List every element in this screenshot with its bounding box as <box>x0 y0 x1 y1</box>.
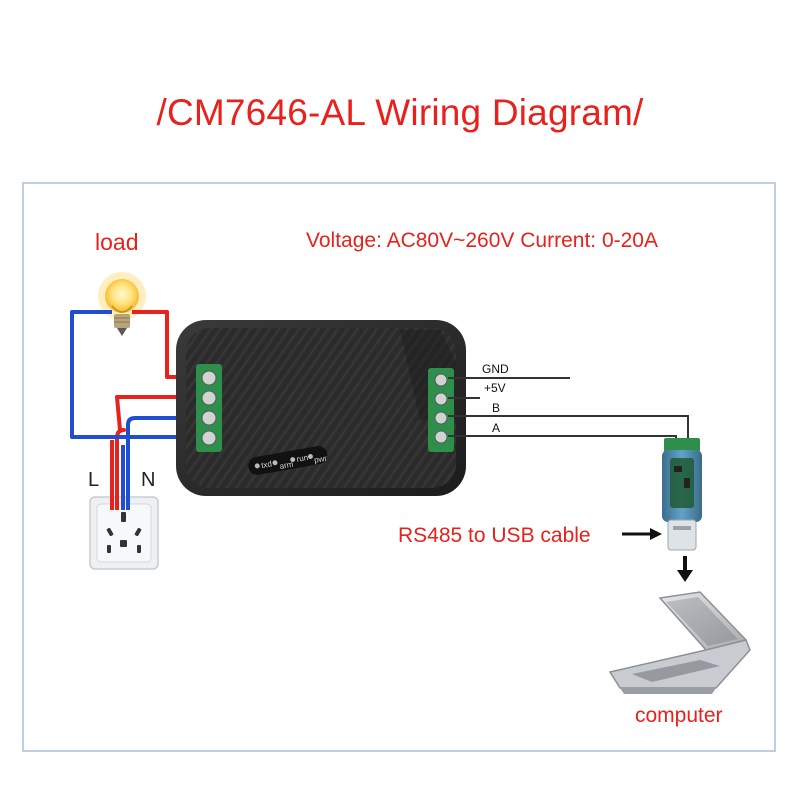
light-bulb-icon <box>98 272 146 336</box>
led-indicator-strip: txd arm run pwr <box>248 446 328 475</box>
led-label-run: run <box>296 453 309 464</box>
laptop-icon <box>608 591 751 694</box>
power-meter-device: txd arm run pwr <box>176 320 466 496</box>
wall-socket-icon <box>89 496 159 570</box>
led-label-arm: arm <box>279 460 294 471</box>
terminal-a: A <box>492 421 500 435</box>
terminal-b: B <box>492 401 500 415</box>
led-label-txd: txd <box>260 459 272 470</box>
led-label-pwr: pwr <box>313 454 328 465</box>
computer-label: computer <box>635 704 723 727</box>
converter-label: RS485 to USB cable <box>398 524 591 547</box>
neutral-label: N <box>141 469 155 491</box>
diagram-frame <box>22 182 776 752</box>
terminal-gnd: GND <box>482 362 509 376</box>
specs-label: Voltage: AC80V~260V Current: 0-20A <box>306 229 658 252</box>
terminal-5v: +5V <box>484 381 506 395</box>
converter-arrow-icon <box>622 528 662 540</box>
rs485-terminal-block <box>428 368 454 452</box>
diagram-title: /CM7646-AL Wiring Diagram/ <box>156 92 644 133</box>
down-arrow-icon <box>677 556 693 582</box>
live-label: L <box>88 469 99 491</box>
rs485-usb-converter <box>662 438 702 551</box>
mains-terminal-block <box>196 364 222 452</box>
neutral-wires <box>70 310 200 510</box>
load-label: load <box>95 229 138 255</box>
